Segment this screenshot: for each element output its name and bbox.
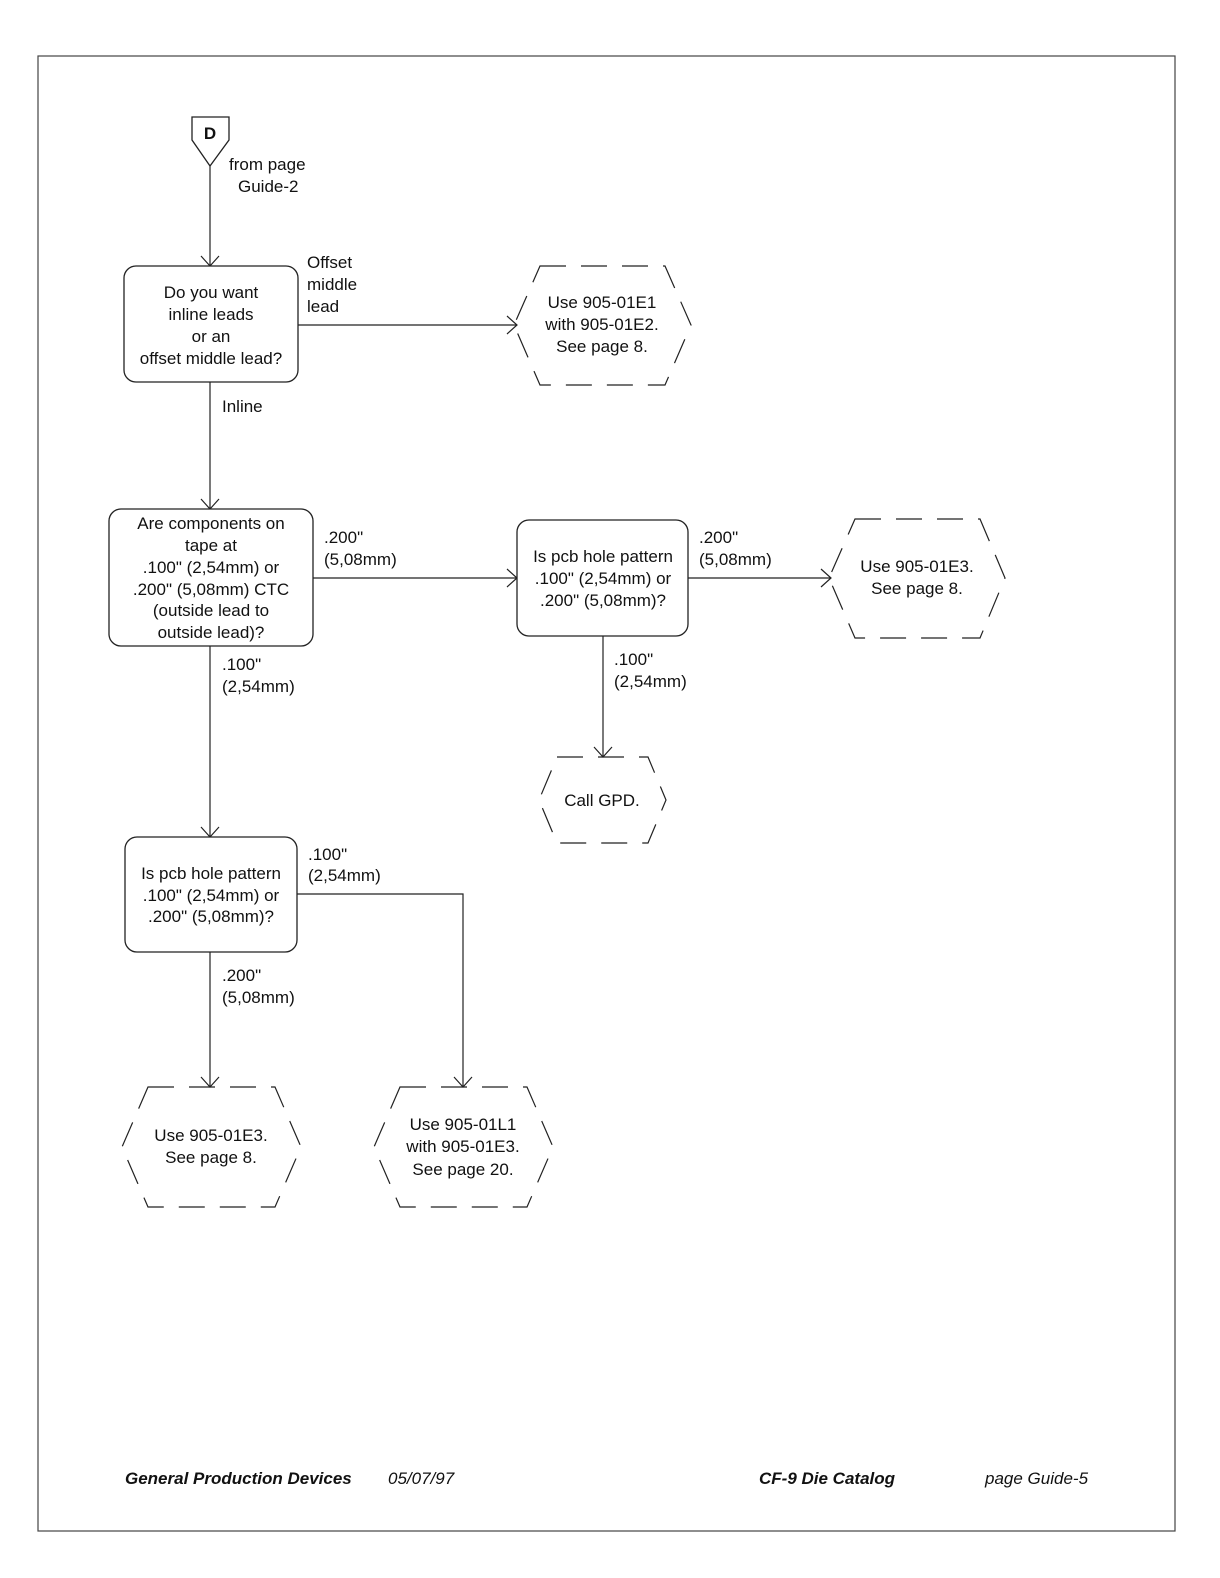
branch-label-line: middle (307, 275, 357, 294)
decision-text-line: inline leads (168, 305, 253, 324)
decision-text-line: offset middle lead? (140, 349, 282, 368)
branch-label-line: (5,08mm) (324, 550, 397, 569)
result-text-line: with 905-01E2. (544, 315, 658, 334)
decision-text-line: tape at (185, 536, 237, 555)
result-hexagon (538, 756, 667, 844)
decision-text-line: .100" (2,54mm) or (143, 886, 280, 905)
branch-label-line: (2,54mm) (222, 677, 295, 696)
decision-text-line: (outside lead to (153, 601, 269, 620)
result-text-line: Call GPD. (564, 791, 640, 810)
decision-text-line: .200" (5,08mm)? (540, 591, 666, 610)
offpage-connector-icon (191, 116, 230, 168)
decision-text-line: or an (192, 327, 231, 346)
branch-label-line: lead (307, 297, 339, 316)
result-hexagon (513, 265, 692, 386)
footer-catalog: CF-9 Die Catalog (759, 1469, 896, 1488)
decision-text-line: .100" (2,54mm) or (143, 558, 280, 577)
decision-text-line: .200" (5,08mm) CTC (133, 580, 289, 599)
arrowhead-icon (506, 315, 518, 335)
branch-label-line: (5,08mm) (222, 988, 295, 1007)
result-text-line: Use 905-01E3. (154, 1126, 267, 1145)
branch-label-line: .100" (308, 845, 347, 864)
branch-label-line: .100" (614, 650, 653, 669)
branch-label-line: .100" (222, 655, 261, 674)
connector-letter: D (204, 124, 216, 143)
branch-label-line: (5,08mm) (699, 550, 772, 569)
footer-date: 05/07/97 (388, 1469, 455, 1488)
branch-label-line: .200" (699, 528, 738, 547)
flow-line (297, 893, 464, 1087)
decision-text-line: outside lead)? (158, 623, 265, 642)
result-text-line: Use 905-01E1 (548, 293, 657, 312)
result-text-line: See page 8. (556, 337, 648, 356)
page-border (37, 55, 1176, 1532)
result-text-line: Use 905-01E3. (860, 557, 973, 576)
decision-text-line: Do you want (164, 283, 259, 302)
result-text-line: with 905-01E3. (405, 1137, 519, 1156)
branch-label-line: .200" (222, 966, 261, 985)
result-text-line: See page 8. (165, 1148, 257, 1167)
decision-text-line: Is pcb hole pattern (141, 864, 281, 883)
arrowhead-icon (820, 568, 832, 588)
result-text-line: See page 20. (412, 1160, 513, 1179)
result-hexagon (828, 518, 1006, 639)
decision-text-line: Are components on (137, 514, 284, 533)
result-hexagon (373, 1086, 554, 1208)
result-text-line: See page 8. (871, 579, 963, 598)
decision-text-line: .200" (5,08mm)? (148, 907, 274, 926)
branch-label-line: Inline (222, 397, 263, 416)
footer-company: General Production Devices (125, 1469, 352, 1488)
decision-text-line: Is pcb hole pattern (533, 547, 673, 566)
connector-note-line: Guide-2 (238, 177, 298, 196)
decision-text-line: .100" (2,54mm) or (535, 569, 672, 588)
branch-label-line: (2,54mm) (308, 866, 381, 885)
branch-label-line: .200" (324, 528, 363, 547)
decision-box-lead-type (123, 265, 299, 383)
result-hexagon (121, 1086, 302, 1208)
branch-label-line: (2,54mm) (614, 672, 687, 691)
result-text-line: Use 905-01L1 (410, 1115, 517, 1134)
footer-page-number: page Guide-5 (985, 1469, 1089, 1488)
connector-note-line: from page (229, 155, 306, 174)
branch-label-line: Offset (307, 253, 352, 272)
